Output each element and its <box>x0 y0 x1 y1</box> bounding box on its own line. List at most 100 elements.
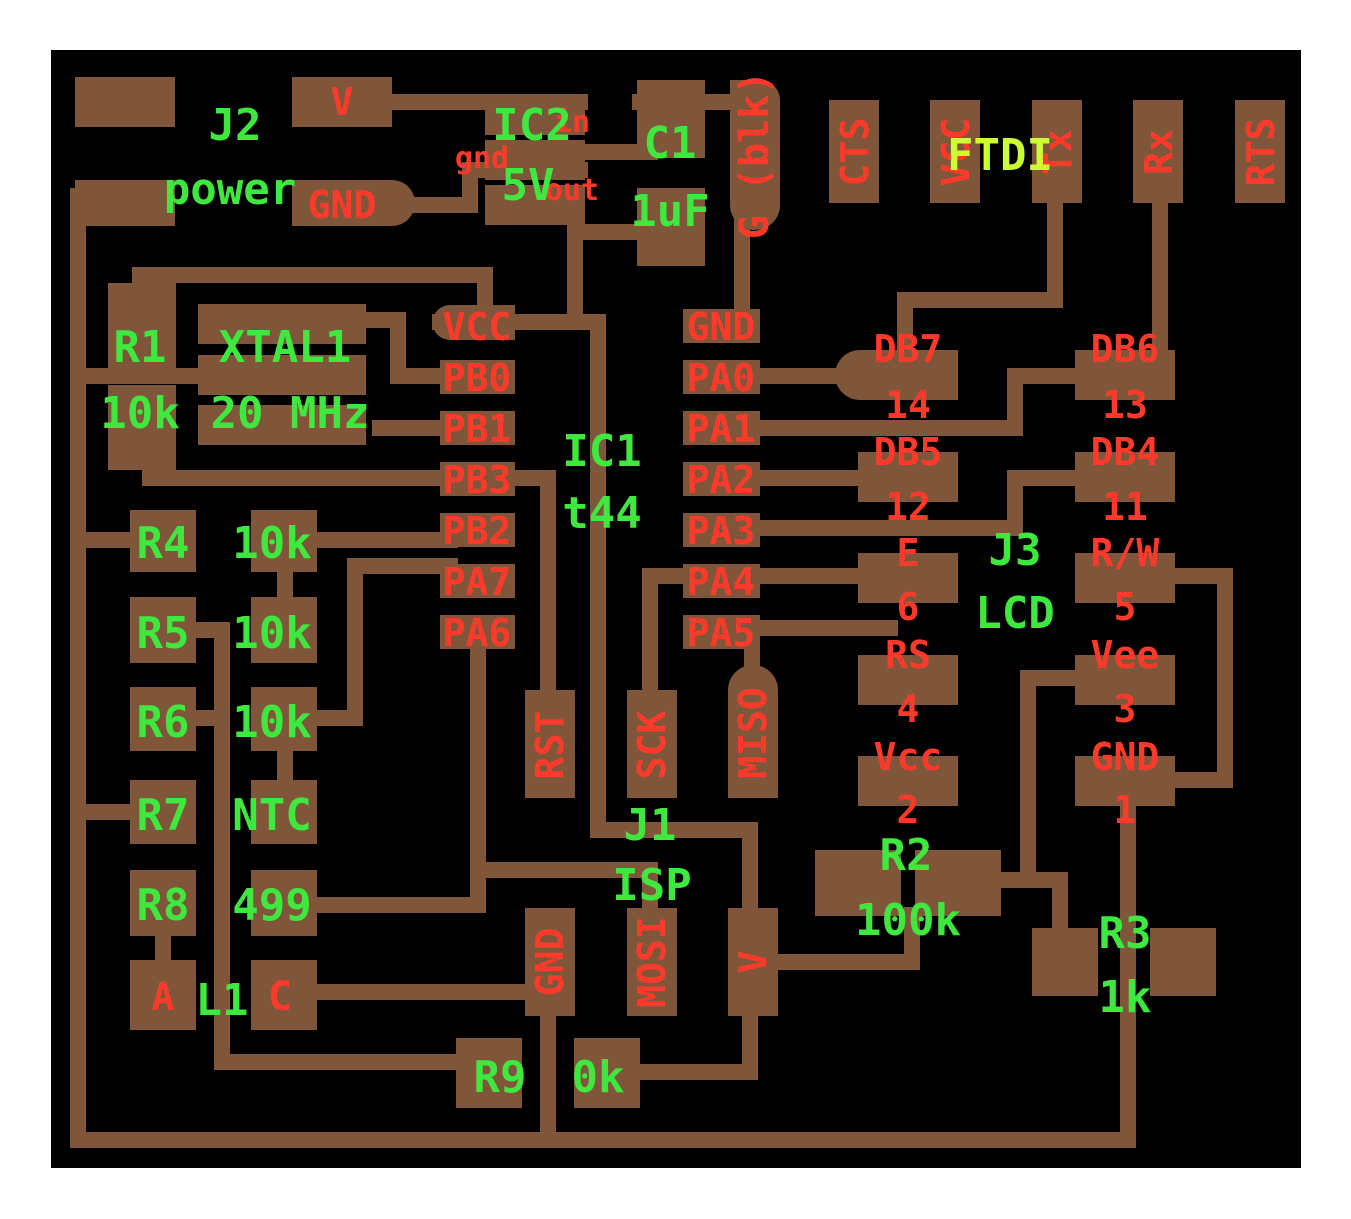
ic2-pin-label: gnd <box>455 141 509 176</box>
r1-ref: R1 <box>114 322 167 373</box>
ic1-pad-pa6 <box>440 615 515 649</box>
trace <box>752 368 1098 436</box>
ftdi-pad-rx <box>1133 100 1183 203</box>
r2-value: 100k <box>855 895 961 946</box>
c1-pad-2 <box>637 188 705 266</box>
ftdi-pad-label: RTS <box>1239 118 1283 187</box>
j2-ref: J2 <box>209 100 262 151</box>
r8-pad-1 <box>130 870 196 936</box>
r6-value: 10k <box>232 697 311 748</box>
r3-pad-1 <box>1032 928 1098 996</box>
ic1-pin-label: PA5 <box>687 611 756 655</box>
trace <box>132 267 493 328</box>
r5-ref: R5 <box>137 608 190 659</box>
lcd-pad-num: 13 <box>1102 383 1148 427</box>
ic2-value: 5V <box>502 160 555 211</box>
isp-pad-label: V <box>731 951 775 974</box>
r7-value: NTC <box>232 790 311 841</box>
xtal-value: 20 MHz <box>211 388 370 439</box>
lcd-pad-name: Vee <box>1091 633 1160 677</box>
c1-ref: C1 <box>644 118 697 169</box>
l1-pad-a <box>130 960 196 1030</box>
ic1-pad-gnd <box>683 309 760 343</box>
xtal-ref: XTAL1 <box>219 322 351 373</box>
j3-name: LCD <box>975 588 1054 639</box>
ic2-pad-in <box>485 95 585 135</box>
ic1-pin-label: PA4 <box>687 560 756 604</box>
ic2-pad-gnd <box>485 140 585 180</box>
ic1-pad-pa5 <box>683 615 760 649</box>
ic1-pad-pa3 <box>683 513 760 547</box>
trace <box>897 192 1063 368</box>
ic1-pin-label: PA3 <box>687 509 756 553</box>
ic1-pad-pb2 <box>440 513 515 547</box>
r2-pad-2 <box>915 850 1001 916</box>
lcd-pad-name: DB6 <box>1091 327 1160 371</box>
j2-pad-label: GND <box>308 183 377 227</box>
isp-pad-label: GND <box>528 928 572 997</box>
lcd-pad-num: 4 <box>897 687 920 731</box>
trace <box>142 470 556 708</box>
lcd-pad-db5 <box>858 452 958 502</box>
ic1-pad-pa2 <box>683 462 760 496</box>
ic2-pin-label: in <box>554 105 590 140</box>
ftdi-pad-cts <box>829 100 879 203</box>
r9-ref: R9 <box>474 1052 527 1103</box>
trace <box>1162 568 1233 788</box>
lcd-pad-name: RS <box>885 633 931 677</box>
lcd-pad-num: 1 <box>1114 788 1137 832</box>
xtal-pad-2 <box>198 355 366 395</box>
j2-name: power <box>164 164 296 215</box>
ftdi-ref: FTDI <box>947 130 1053 181</box>
ftdi-pad-rts <box>1235 100 1285 203</box>
copper-pads <box>75 77 1285 1108</box>
lcd-pad-num: 12 <box>885 485 931 529</box>
lcd-pad-name: E <box>897 531 920 575</box>
ftdi-pad-tx <box>1032 100 1082 203</box>
ic2-ref: IC2 <box>492 100 571 151</box>
xtal-pad-3 <box>198 405 366 445</box>
r4-value: 10k <box>232 518 311 569</box>
lcd-pad-num: 11 <box>1102 485 1148 529</box>
ic1-pin-label: PB2 <box>443 509 512 553</box>
trace <box>302 558 458 726</box>
isp-pad-sck <box>627 690 677 798</box>
lcd-pad-rs <box>858 655 958 705</box>
r2-ref: R2 <box>880 830 933 881</box>
ic1-pin-label: VCC <box>443 305 512 349</box>
lcd-pad-db7 <box>835 350 958 400</box>
ic1-pad-pa0 <box>683 360 760 394</box>
ic1-ref: IC1 <box>562 426 641 477</box>
ic1-value: t44 <box>562 488 641 539</box>
lcd-pad-num: 5 <box>1114 585 1137 629</box>
lcd-pad-vcc <box>858 756 958 806</box>
lcd-pad-gnd <box>1075 756 1175 806</box>
reference-labels: J2 power IC2 5V C1 1uF R1 10k XTAL1 20 M… <box>100 100 1151 1103</box>
j1-ref: J1 <box>624 800 677 851</box>
lcd-pad-num: 6 <box>897 585 920 629</box>
lcd-pad-num: 3 <box>1114 687 1137 731</box>
led-anode-label: A <box>152 975 175 1019</box>
lcd-pad-num: 14 <box>885 383 931 427</box>
lcd-pad-name: DB4 <box>1091 430 1160 474</box>
r3-pad-2 <box>1150 928 1216 996</box>
r7-pad-2 <box>251 780 317 844</box>
lcd-pad-rw <box>1075 553 1175 603</box>
ic1-pin-label: PB0 <box>443 356 512 400</box>
r4-pad-1 <box>130 510 196 572</box>
j2-pad-1 <box>75 77 175 127</box>
ic1-pad-pa1 <box>683 411 760 445</box>
lcd-pad-name: DB5 <box>874 430 943 474</box>
trace <box>187 622 478 1070</box>
isp-pad-label: MOSI <box>630 916 674 1008</box>
ic1-pad-vcc <box>432 305 515 340</box>
trace <box>1020 670 1098 888</box>
ftdi-pad-g <box>730 80 780 230</box>
r7-pad-1 <box>130 780 196 844</box>
isp-pad-mosi <box>627 908 677 1016</box>
lcd-pad-vee <box>1075 655 1175 705</box>
r3-ref: R3 <box>1099 908 1152 959</box>
l1-pad-c <box>251 960 317 1030</box>
l1-ref: L1 <box>196 975 249 1026</box>
ftdi-pad-label: CTS <box>833 118 877 187</box>
